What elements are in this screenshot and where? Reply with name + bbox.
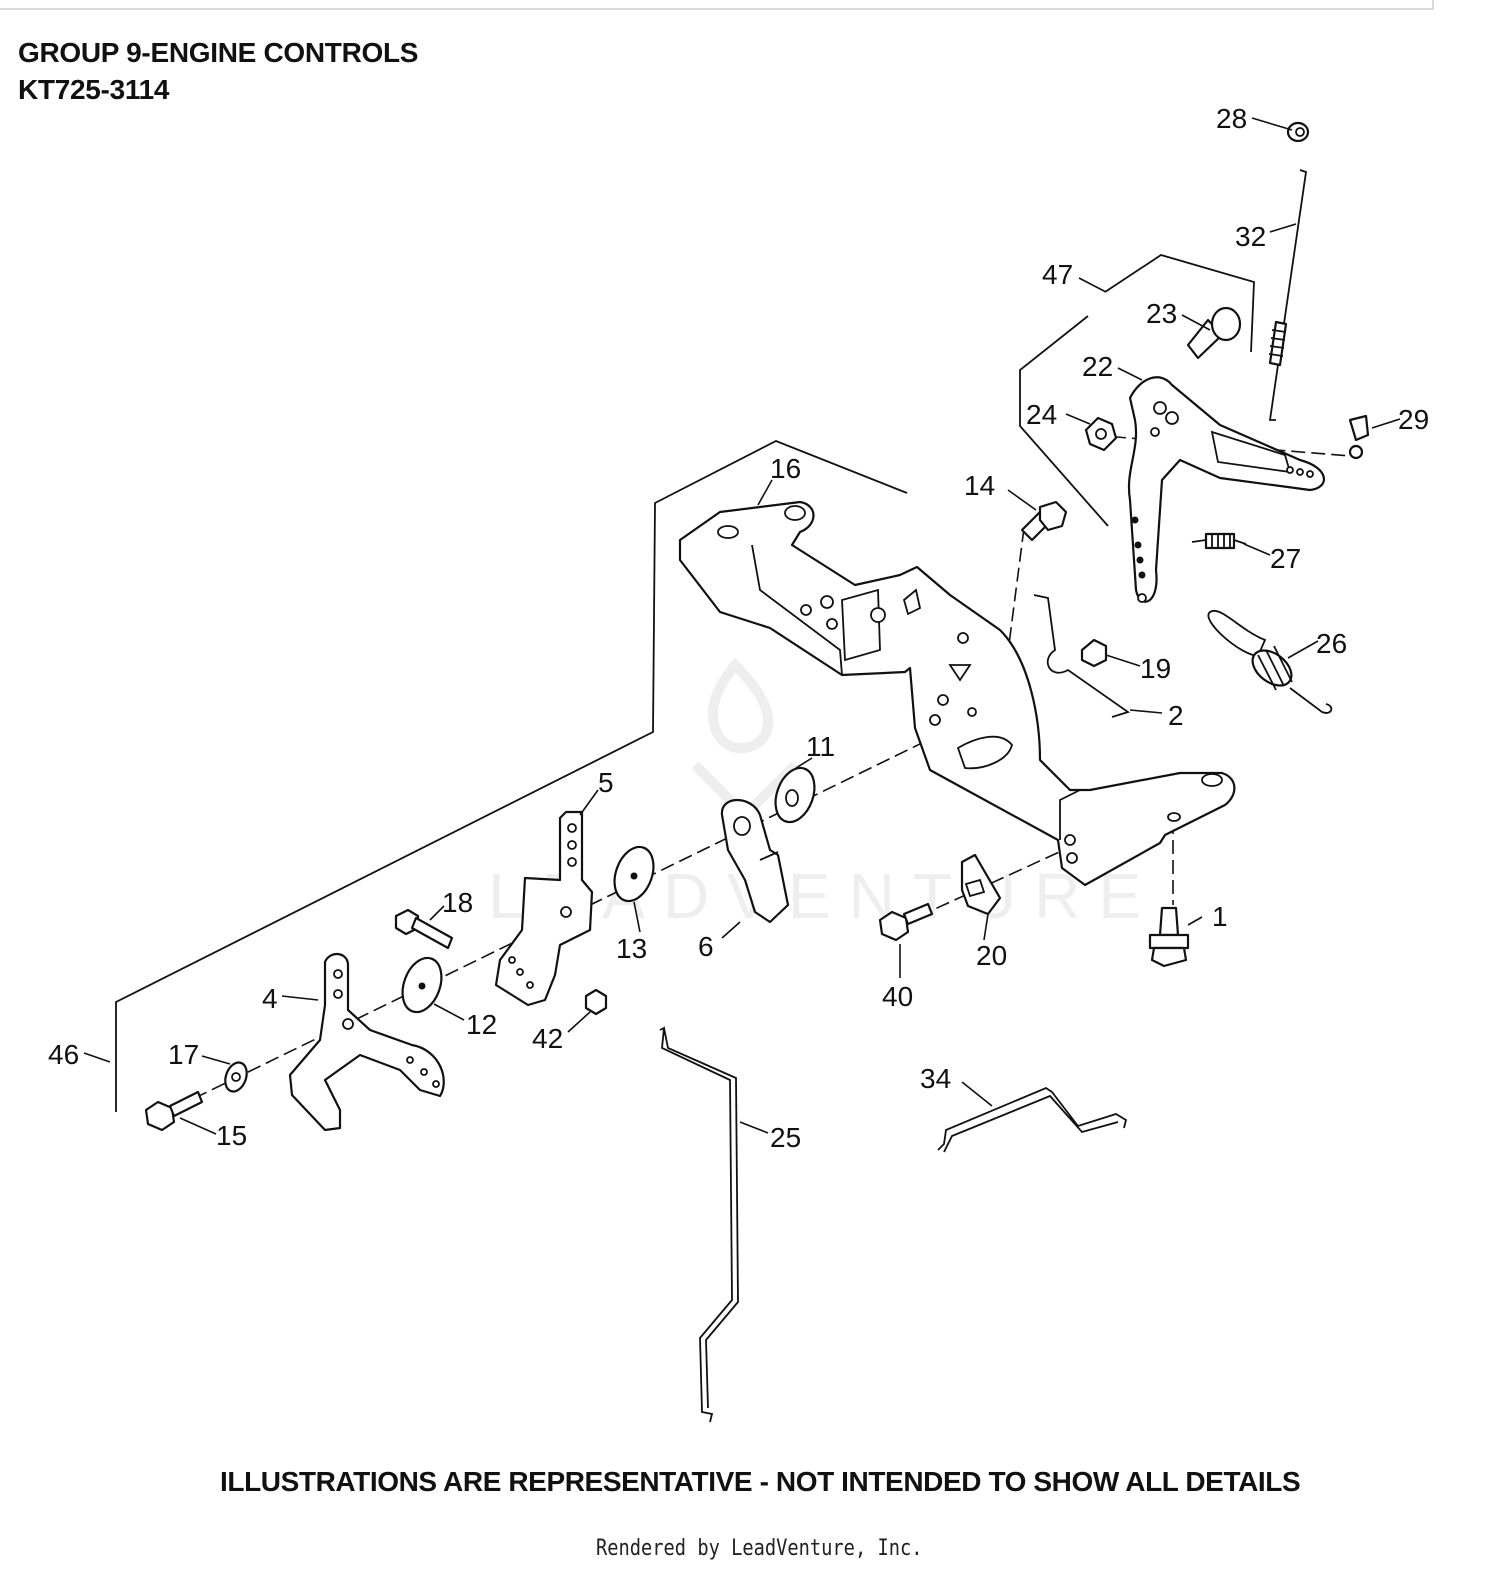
callout-28: 28 — [1216, 103, 1247, 134]
rendered-by-credit: Rendered by LeadVenture, Inc. — [596, 1536, 923, 1561]
part-25-throttle-rod — [659, 1026, 739, 1423]
part-18-bolt — [394, 908, 454, 950]
callout-19: 19 — [1140, 653, 1171, 684]
callout-5: 5 — [598, 767, 614, 798]
part-15-bolt — [144, 1090, 204, 1132]
callout-11: 11 — [806, 731, 835, 762]
callout-2: 2 — [1168, 700, 1184, 731]
diagram-title-model: KT725-3114 — [18, 74, 170, 105]
callout-14: 14 — [964, 470, 995, 501]
callout-18: 18 — [442, 887, 473, 918]
callout-20: 20 — [976, 940, 1007, 971]
part-40-bolt — [878, 902, 934, 942]
part-34-choke-rod — [937, 1086, 1128, 1153]
callout-17: 17 — [168, 1039, 199, 1070]
part-29-clip — [1348, 414, 1370, 460]
assembly-bracket-47-lower — [1019, 315, 1109, 527]
part-22-throttle-lever — [1127, 376, 1326, 603]
callout-40: 40 — [882, 981, 913, 1012]
callout-46: 46 — [48, 1039, 79, 1070]
part-42-nut — [584, 988, 608, 1016]
callout-4: 4 — [262, 983, 278, 1014]
diagram-title-group: GROUP 9-ENGINE CONTROLS — [18, 37, 419, 68]
assembly-bracket-16 — [115, 440, 908, 1112]
callout-42: 42 — [532, 1023, 563, 1054]
watermark-logo: LEADVENTURE — [488, 657, 1159, 932]
callout-24: 24 — [1026, 399, 1057, 430]
part-11-washer — [774, 766, 816, 824]
callout-1: 1 — [1212, 901, 1228, 932]
part-callouts: 28 32 47 23 22 24 29 16 14 27 26 19 2 11… — [48, 103, 1429, 1153]
diagram-title: GROUP 9-ENGINE CONTROLS KT725-3114 — [18, 34, 418, 108]
part-27-small-spring — [1191, 532, 1247, 550]
leader-lines — [83, 117, 1401, 1135]
part-26-extension-spring — [1207, 609, 1333, 714]
callout-34: 34 — [920, 1063, 951, 1094]
top-divider — [0, 8, 1434, 10]
part-2-torsion-spring — [1033, 594, 1131, 718]
callout-32: 32 — [1235, 221, 1266, 252]
callout-25: 25 — [770, 1122, 801, 1153]
axis-bolt-14 — [1007, 527, 1025, 653]
part-5-control-lever — [494, 810, 594, 1007]
part-6-lever — [720, 799, 790, 924]
callout-6: 6 — [698, 931, 714, 962]
callout-29: 29 — [1398, 404, 1429, 435]
part-16-mounting-plate — [678, 500, 1236, 887]
illustration-disclaimer: ILLUSTRATIONS ARE REPRESENTATIVE - NOT I… — [220, 1466, 1301, 1497]
callout-27: 27 — [1270, 543, 1301, 574]
axis-pivot — [157, 699, 1011, 1117]
corner-divider — [1432, 0, 1434, 10]
callout-15: 15 — [216, 1120, 247, 1151]
part-1-flange-bolt — [1148, 906, 1190, 968]
part-4-control-lever — [288, 953, 445, 1132]
part-17-washer — [224, 1061, 248, 1093]
part-14-bolt — [1020, 500, 1068, 542]
callout-22: 22 — [1082, 351, 1113, 382]
part-28-cap — [1286, 121, 1310, 143]
callout-47: 47 — [1042, 259, 1073, 290]
part-24-nut — [1084, 416, 1118, 452]
callout-26: 26 — [1316, 628, 1347, 659]
callout-23: 23 — [1146, 298, 1177, 329]
callout-16: 16 — [770, 453, 801, 484]
part-19-nut — [1080, 638, 1108, 668]
callout-12: 12 — [466, 1009, 497, 1040]
part-23-knob — [1186, 306, 1242, 360]
watermark-text: LEADVENTURE — [488, 860, 1159, 932]
callout-13: 13 — [616, 933, 647, 964]
part-12-washer — [401, 956, 443, 1014]
assembly-bracket-47 — [1104, 254, 1255, 353]
part-32-spring-rod — [1268, 169, 1307, 421]
part-13-washer — [613, 845, 655, 903]
